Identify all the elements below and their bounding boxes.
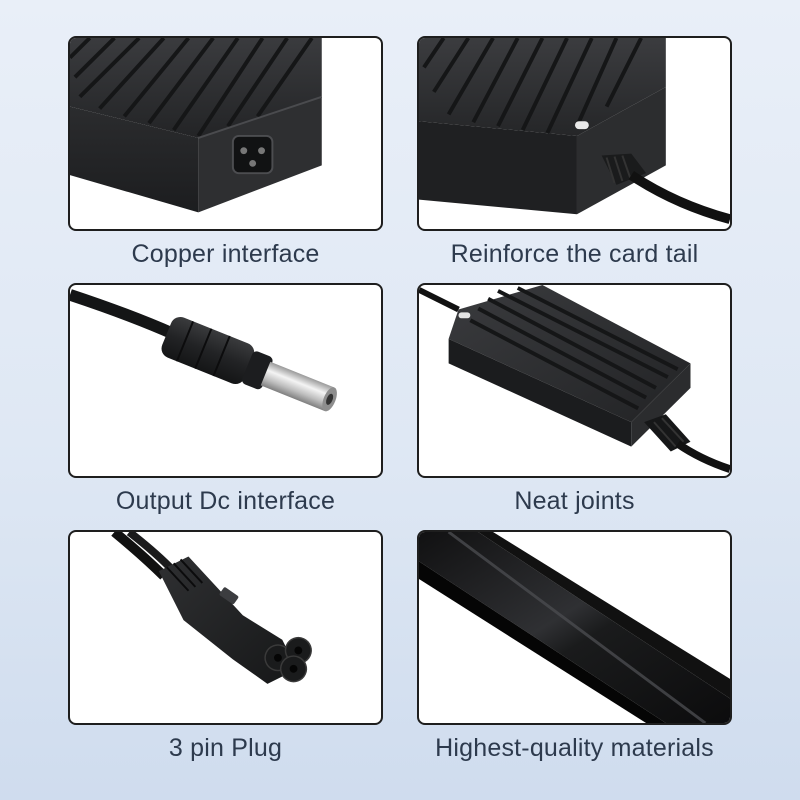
adapter-top-view-photo: [419, 285, 730, 473]
led-indicator-icon: [574, 121, 589, 130]
feature-photo-copper-interface: [68, 36, 383, 231]
caption-neat-joints: Neat joints: [514, 487, 635, 515]
caption-output-dc: Output Dc interface: [115, 487, 336, 515]
feature-photo-output-dc: [68, 283, 383, 478]
ac-socket-icon: [231, 134, 274, 175]
dc-barrel-plug-photo: [70, 289, 337, 412]
adapter-strain-relief-photo: [419, 38, 730, 224]
feature-photo-quality-materials: [417, 530, 732, 725]
feature-photo-3-pin-plug: [68, 530, 383, 725]
led-indicator-icon: [458, 312, 471, 319]
feature-photo-reinforce-tail: [417, 36, 732, 231]
caption-quality-materials: Highest-quality materials: [435, 734, 714, 762]
three-pin-plug-photo: [111, 532, 312, 684]
clover-socket-icon: [264, 636, 312, 683]
feature-photo-neat-joints: [417, 283, 732, 478]
caption-reinforce-tail: Reinforce the card tail: [450, 240, 699, 268]
caption-copper-interface: Copper interface: [131, 240, 320, 268]
caption-3-pin-plug: 3 pin Plug: [168, 734, 283, 762]
adapter-ac-socket-photo: [70, 38, 323, 213]
black-cable-photo: [419, 532, 730, 723]
